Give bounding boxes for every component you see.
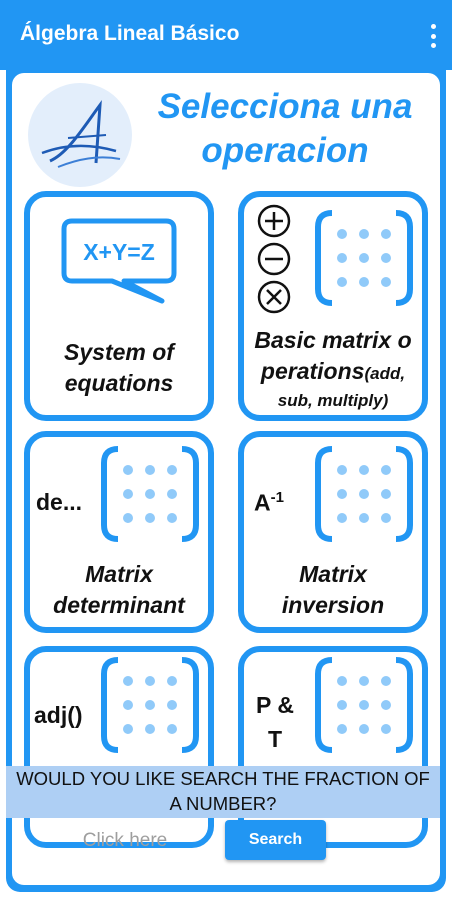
inverse-symbol: A-1 [254,489,284,517]
app-bar: Álgebra Lineal Básico [0,0,452,70]
times-circle-icon [257,280,291,314]
card-label-line-1: Matrix [85,561,153,587]
card-label-line-1: System of [64,339,174,365]
matrix-determinant-card[interactable]: de... Matrix determinant [24,431,214,633]
matrix-icon [101,446,199,542]
matrix-icon [101,657,199,753]
adjoint-symbol: adj() [34,702,83,728]
matrix-icon [315,657,413,753]
heading-line-2: operacion [201,131,369,170]
speech-bubble-icon: X+Y=Z [61,218,177,304]
matrix-icon [315,446,413,542]
matrix-inversion-card[interactable]: A-1 Matrix inversion [238,431,428,633]
search-input[interactable] [30,823,220,859]
card-label-line-2: inversion [281,592,385,618]
matrix-icon [315,210,413,306]
card-label-line-2: determinant [53,592,185,618]
card-label-line-1: Basic matrix o [254,327,412,353]
panel-content: Selecciona una operacion X+Y=Z System of… [12,73,440,885]
app-title: Álgebra Lineal Básico [20,22,240,45]
question-line-2: A NUMBER? [169,793,277,814]
card-label: Matrix determinant [30,559,208,621]
heading-line-1: Selecciona una [157,87,413,126]
system-of-equations-card[interactable]: X+Y=Z System of equations [24,191,214,421]
overflow-menu-icon[interactable] [426,24,440,48]
page-heading: Selecciona una operacion [136,85,434,173]
card-label-line-2: equations [64,370,174,396]
card-label-small-b: sub, multiply) [277,391,389,410]
determinant-symbol: de... [36,489,83,515]
plus-circle-icon [257,204,291,238]
question-line-1: WOULD YOU LIKE SEARCH THE FRACTION OF [16,768,430,789]
minus-circle-icon [257,242,291,276]
pt-symbol: P & T [256,688,294,756]
inverse-base: A [254,489,271,516]
card-label-line-2: perations [260,358,365,384]
algebra-logo-icon [28,83,132,187]
search-button[interactable]: Search [225,820,326,860]
card-label: Matrix inversion [244,559,422,621]
search-banner [6,766,440,818]
card-label: System of equations [30,337,208,399]
pt-line-1: P & [256,692,294,718]
pt-line-2: T [267,726,282,752]
card-label: Basic matrix o perations(add, sub, multi… [244,325,422,413]
card-label-line-1: Matrix [299,561,367,587]
card-label-small-a: (add, [364,364,406,383]
basic-matrix-operations-card[interactable]: Basic matrix o perations(add, sub, multi… [238,191,428,421]
inverse-exponent: -1 [270,489,284,506]
equation-badge: X+Y=Z [83,239,155,265]
search-question: WOULD YOU LIKE SEARCH THE FRACTION OF A … [6,766,440,816]
